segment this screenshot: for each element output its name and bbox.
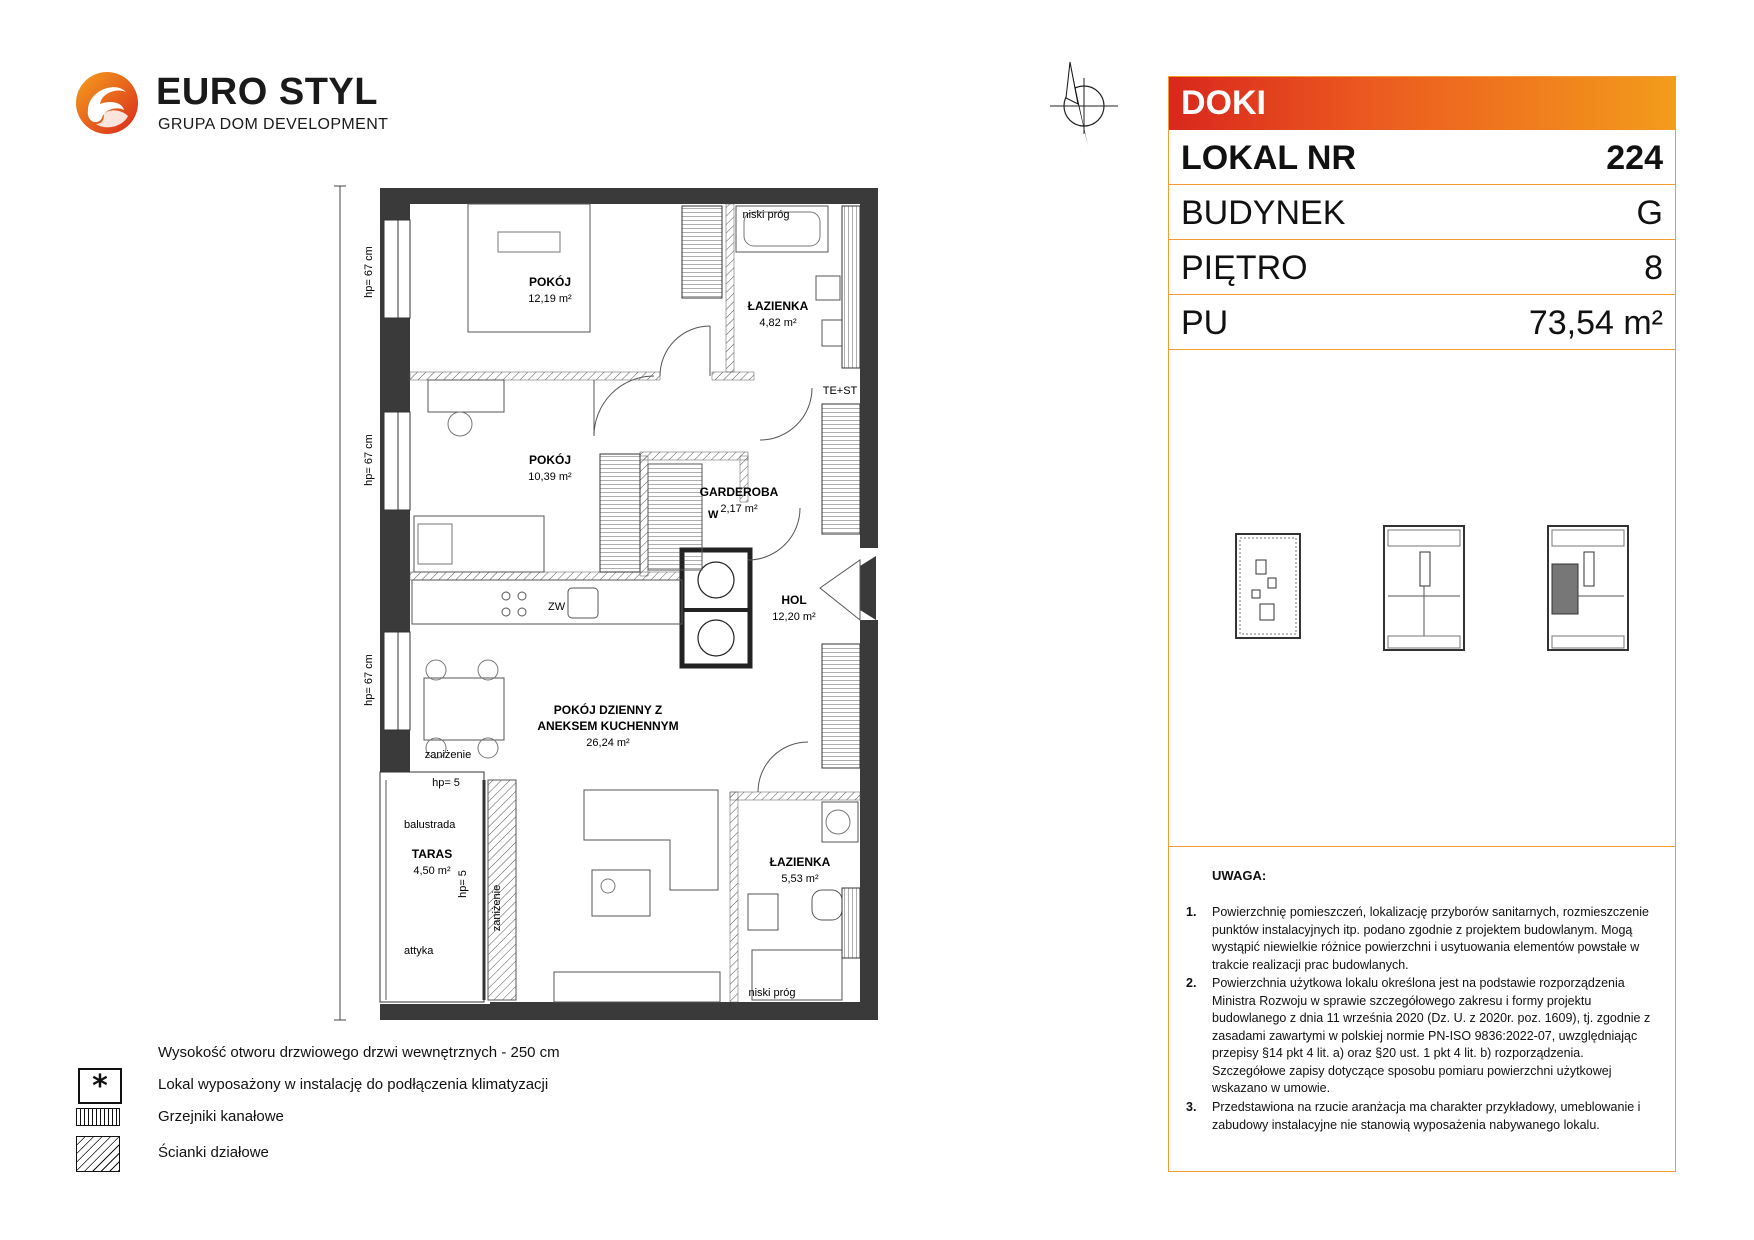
info-label-building: BUDYNEK <box>1181 194 1346 232</box>
note-2-number: 2. <box>1186 976 1197 990</box>
radiator-icon <box>76 1108 120 1126</box>
info-panel <box>1168 76 1676 1172</box>
legend-door-height: Wysokość otworu drzwiowego drzwi wewnętr… <box>158 1044 560 1061</box>
room-name-wardrobe: GARDEROBA <box>700 485 779 499</box>
room-area-bedroom1: 12,19 m² <box>528 293 572 305</box>
logo-subtitle: GRUPA DOM DEVELOPMENT <box>158 116 389 133</box>
room-area-bathroom1: 4,82 m² <box>759 317 797 329</box>
room-name-bedroom2: POKÓJ <box>529 452 571 467</box>
building-thumbnail-1 <box>1235 533 1301 639</box>
north-arrow-icon <box>1050 61 1118 146</box>
note-1-number: 1. <box>1186 905 1197 919</box>
wall-right-lower <box>860 620 878 1020</box>
label-low-threshold-2: niski próg <box>748 987 795 999</box>
label-te-st: TE+ST <box>823 385 858 397</box>
note-3: 3. Przedstawiona na rzucie aranżacja ma … <box>1186 1099 1658 1134</box>
note-2-text: Powierzchnia użytkowa lokalu określona j… <box>1212 976 1651 1095</box>
label-attic: attyka <box>404 945 434 957</box>
info-row-unit: LOKAL NR 224 <box>1169 130 1675 185</box>
room-area-living: 26,24 m² <box>586 737 630 749</box>
info-label-unit: LOKAL NR <box>1181 139 1357 177</box>
room-name-living-2: ANEKSEM KUCHENNYM <box>537 719 678 733</box>
notes-title: UWAGA: <box>1212 868 1267 883</box>
room-name-bedroom1: POKÓJ <box>529 274 571 289</box>
room-name-bathroom1: ŁAZIENKA <box>748 299 809 313</box>
info-row-building: BUDYNEK G <box>1169 185 1675 240</box>
room-area-bedroom2: 10,39 m² <box>528 471 572 483</box>
room-area-terrace: 4,50 m² <box>413 865 451 877</box>
label-hp67-3: hp= 67 cm <box>363 654 375 706</box>
label-hp5-2: hp= 5 <box>457 870 469 898</box>
label-hp67-1: hp= 67 cm <box>363 246 375 298</box>
label-lowering-1: zaniżenie <box>425 749 471 761</box>
legend-radiators: Grzejniki kanałowe <box>158 1108 284 1125</box>
floor-plan: POKÓJ 12,19 m² ŁAZIENKA 4,82 m² POKÓJ 10… <box>334 185 878 1021</box>
legend-air-conditioning: Lokal wyposażony w instalację do podłącz… <box>158 1076 549 1093</box>
wall-terrace-bottom <box>380 1004 490 1020</box>
note-1-text: Powierzchnię pomieszczeń, lokalizację pr… <box>1212 905 1649 972</box>
partition-wall-icon <box>76 1136 120 1172</box>
room-name-living-1: POKÓJ DZIENNY Z <box>554 702 662 717</box>
wall-right-upper <box>860 188 878 548</box>
note-3-number: 3. <box>1186 1100 1197 1114</box>
wall-top <box>380 188 878 204</box>
info-value-building: G <box>1636 194 1663 232</box>
info-row-floor: PIĘTRO 8 <box>1169 240 1675 295</box>
logo-name: EURO STYL <box>156 71 378 113</box>
wall-bottom <box>490 1002 878 1020</box>
room-name-bathroom2: ŁAZIENKA <box>770 855 831 869</box>
building-thumbnail-3-highlighted <box>1547 525 1629 651</box>
info-label-area: PU <box>1181 304 1229 342</box>
info-value-area: 73,54 m² <box>1528 304 1663 342</box>
label-zw: ZW <box>548 601 566 613</box>
note-3-text: Przedstawiona na rzucie aranżacja ma cha… <box>1212 1100 1641 1132</box>
label-hp67-2: hp= 67 cm <box>363 434 375 486</box>
info-value-unit: 224 <box>1606 139 1663 177</box>
label-low-threshold-1: niski próg <box>742 209 789 221</box>
room-name-terrace: TARAS <box>412 847 452 861</box>
info-value-floor: 8 <box>1644 249 1663 287</box>
room-name-hall: HOL <box>781 593 806 607</box>
investment-name: DOKI <box>1169 77 1675 130</box>
label-w: W <box>708 509 719 521</box>
label-lowering-2: zaniżenie <box>491 885 503 931</box>
building-thumbnail-2 <box>1383 525 1465 651</box>
room-area-bathroom2: 5,53 m² <box>781 873 819 885</box>
note-2: 2. Powierzchnia użytkowa lokalu określon… <box>1186 975 1658 1098</box>
euro-styl-logo-icon <box>76 72 138 134</box>
label-hp5-1: hp= 5 <box>432 777 460 789</box>
legend-partitions: Ścianki działowe <box>158 1144 269 1161</box>
panel-divider <box>1169 846 1675 847</box>
info-label-floor: PIĘTRO <box>1181 249 1308 287</box>
room-area-wardrobe: 2,17 m² <box>720 503 758 515</box>
note-1: 1. Powierzchnię pomieszczeń, lokalizację… <box>1186 904 1658 974</box>
label-balustrade: balustrada <box>404 819 456 831</box>
room-area-hall: 12,20 m² <box>772 611 816 623</box>
info-row-area: PU 73,54 m² <box>1169 295 1675 350</box>
air-conditioning-icon: * <box>78 1068 122 1104</box>
